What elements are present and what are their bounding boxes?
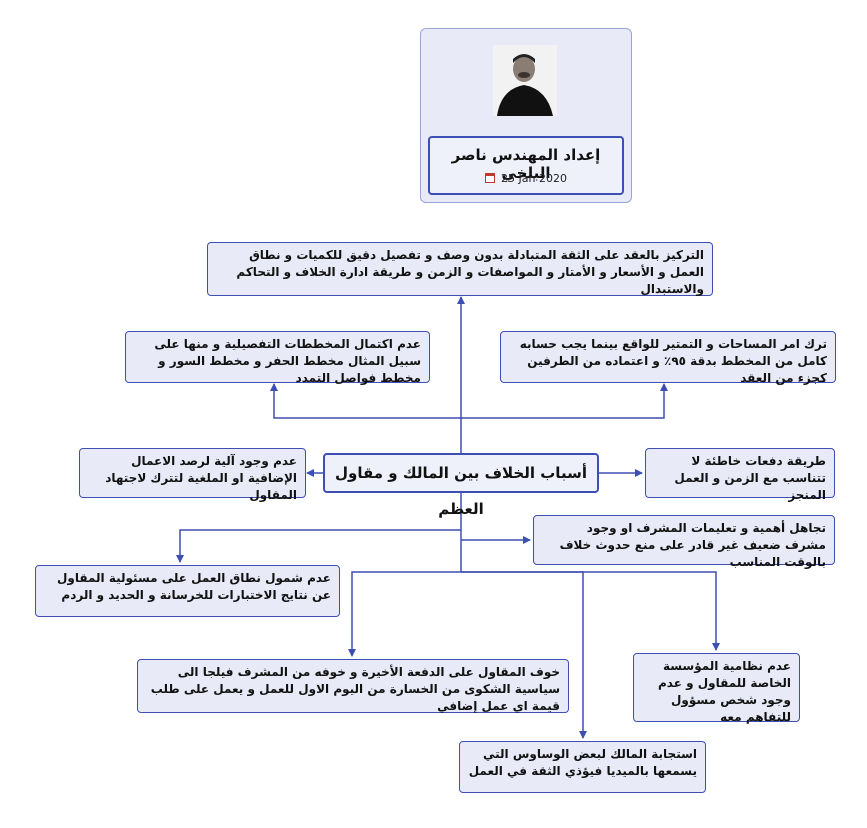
cause-node-1[interactable]: التركيز بالعقد على الثقة المتبادلة بدون … — [207, 242, 713, 296]
author-photo — [493, 45, 557, 116]
connector-n10 — [461, 571, 587, 739]
connector-n3 — [461, 383, 668, 419]
cause-node-6[interactable]: تجاهل أهمية و تعليمات المشرف او وجود مشر… — [533, 515, 835, 569]
author-title-box: إعداد المهندس ناصر البلخي 25 Jan 2020 — [428, 136, 624, 195]
cause-node-5[interactable]: طريقة دفعات خاطئة لا تتناسب مع الزمن و ا… — [645, 448, 835, 502]
cause-node-7[interactable]: عدم شمول نطاق العمل على مسئولية المقاول … — [35, 565, 340, 617]
calendar-icon — [485, 173, 496, 183]
cause-node-9[interactable]: عدم نظامية المؤسسة الخاصة للمقاول و عدم … — [633, 653, 800, 724]
cause-node-10[interactable]: استجابة المالك لبعض الوساوس التي يسمعها … — [459, 741, 706, 793]
connector-n7 — [176, 529, 461, 563]
date-row: 25 Jan 2020 — [430, 172, 622, 185]
cause-node-8[interactable]: خوف المقاول على الدفعة الأخيرة و خوفه من… — [137, 659, 569, 713]
date-text: 25 Jan 2020 — [501, 172, 567, 185]
center-topic[interactable]: أسباب الخلاف بين المالك و مقاول العظم — [323, 453, 599, 518]
connector-n9 — [461, 571, 720, 651]
connector-n8 — [348, 571, 461, 657]
cause-node-4[interactable]: عدم وجود آلية لرصد الاعمال الإضافية او ا… — [79, 448, 306, 502]
author-title: إعداد المهندس ناصر البلخي — [451, 146, 601, 182]
cause-node-2[interactable]: عدم اكتمال المخططات التفصيلية و منها على… — [125, 331, 430, 385]
cause-node-3[interactable]: ترك امر المساحات و التمتير للواقع بينما … — [500, 331, 836, 385]
connector-n2 — [270, 383, 461, 419]
